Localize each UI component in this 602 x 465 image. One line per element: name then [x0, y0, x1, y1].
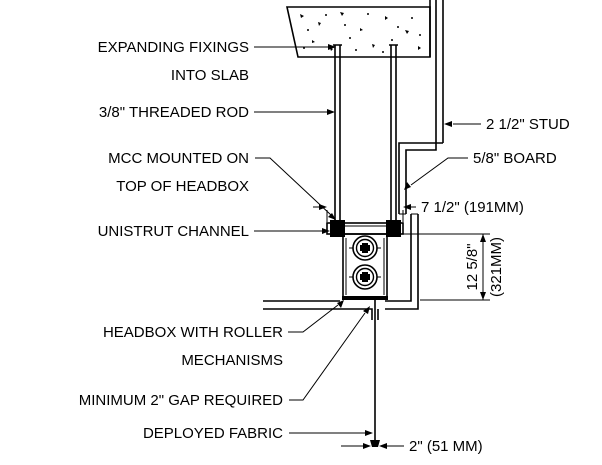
deployed-fabric: [370, 300, 380, 447]
label-unistrut: UNISTRUT CHANNEL: [98, 223, 249, 240]
label-deployed-fabric: DEPLOYED FABRIC: [143, 425, 283, 442]
wall-stud: [398, 0, 444, 215]
label-width-dimension: 7 1/2" (191MM): [421, 199, 524, 216]
label-into-slab: INTO SLAB: [171, 67, 249, 84]
unistrut-channel: [326, 220, 404, 237]
concrete-slab: [286, 6, 431, 58]
label-fabric-dimension: 2" (51 MM): [409, 438, 483, 455]
ceiling-board: [263, 213, 419, 320]
label-mcc-1: MCC MOUNTED ON: [108, 150, 249, 167]
label-headbox-2: MECHANISMS: [181, 352, 283, 369]
label-headbox-1: HEADBOX WITH ROLLER: [103, 324, 283, 341]
label-min-gap: MINIMUM 2" GAP REQUIRED: [79, 392, 283, 409]
label-height-dimension-1: 12 5/8": [464, 243, 481, 290]
label-mcc-2: TOP OF HEADBOX: [116, 178, 249, 195]
fabric-dimension: [341, 443, 404, 449]
label-threaded-rod: 3/8" THREADED ROD: [99, 104, 249, 121]
threaded-rods: [333, 44, 398, 223]
roller-top: [349, 235, 381, 261]
label-expanding-fixings: EXPANDING FIXINGS: [98, 39, 249, 56]
annotation-labels: EXPANDING FIXINGS INTO SLAB 3/8" THREADE…: [79, 39, 570, 455]
roller-bottom: [349, 264, 381, 290]
headbox: [342, 233, 388, 300]
label-board: 5/8" BOARD: [473, 150, 557, 167]
leader-lines: [254, 44, 481, 436]
label-height-dimension-2: (321MM): [488, 237, 505, 297]
height-dimension: [403, 233, 490, 301]
label-stud: 2 1/2" STUD: [486, 116, 570, 133]
